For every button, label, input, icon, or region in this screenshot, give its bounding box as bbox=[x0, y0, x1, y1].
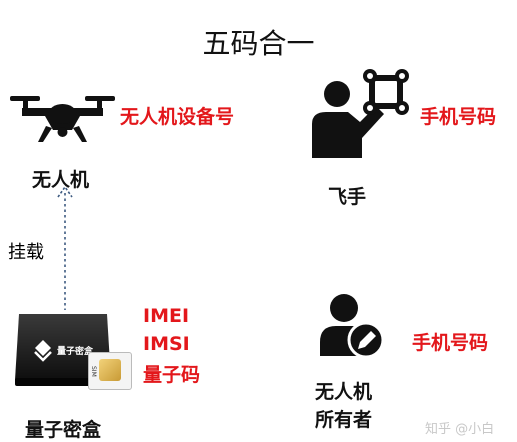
pilot-with-drone-icon bbox=[312, 69, 409, 158]
mount-label: 挂载 bbox=[8, 242, 44, 263]
pilot-code-label: 手机号码 bbox=[420, 106, 497, 128]
sim-chip-icon bbox=[99, 359, 121, 381]
code-quantum: 量子码 bbox=[143, 364, 201, 386]
code-imsi: IMSI bbox=[143, 333, 190, 355]
owner-code-label: 手机号码 bbox=[412, 332, 489, 354]
watermark: 知乎 @小白 bbox=[425, 422, 495, 437]
diagram-title: 五码合一 bbox=[202, 27, 315, 60]
owner-caption-line-2: 所有者 bbox=[315, 409, 373, 431]
code-imei: IMEI bbox=[143, 305, 190, 327]
quantum-box-caption: 量子密盒 bbox=[25, 419, 102, 441]
drone-code-label: 无人机设备号 bbox=[120, 106, 235, 128]
sim-card: SIM bbox=[88, 352, 132, 390]
quantum-box-icon: 量子密盒 bbox=[13, 310, 113, 388]
drone-caption: 无人机 bbox=[32, 169, 90, 191]
mount-arrow bbox=[57, 185, 73, 310]
owner-caption-line-1: 无人机 bbox=[315, 381, 373, 403]
sim-text: SIM bbox=[90, 366, 97, 377]
user-edit-icon bbox=[320, 294, 385, 359]
pilot-caption: 飞手 bbox=[328, 186, 367, 208]
quantum-box-device-text: 量子密盒 bbox=[57, 347, 94, 357]
drone-icon bbox=[10, 96, 115, 142]
